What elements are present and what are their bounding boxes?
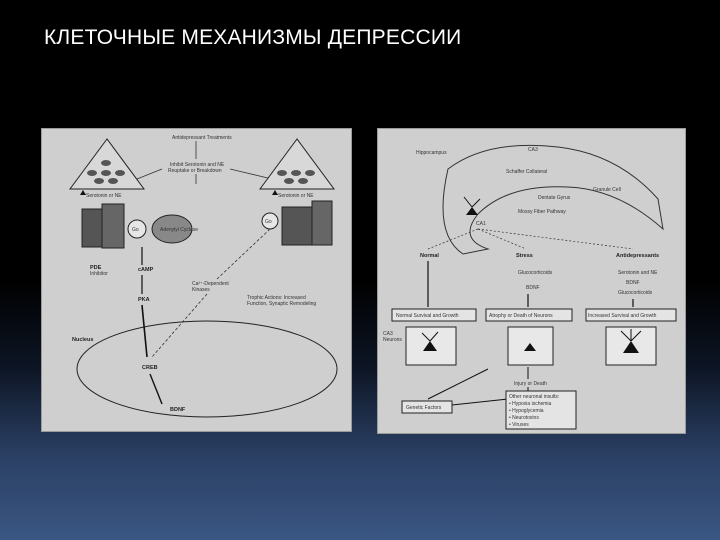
presynaptic-terminal-left [69,138,145,190]
other-insults-box [505,390,577,430]
presynaptic-terminal-right [259,138,335,190]
normal-survival-box [391,308,477,322]
reuptake-label-1: Inhibit Serotonin and NE [170,162,225,168]
mossy-fiber-label: Mossy Fiber Pathway [518,209,566,215]
increased-survival-label: Increased Survival and Growth [588,313,657,319]
atrophy-box [485,308,573,322]
insult-3: • Neurotoxins [509,415,539,421]
atrophy-label: Atrophy or Death of Neurons [489,313,553,319]
injury-label: Injury or Death [514,381,547,387]
reuptake-label-2: Reuptake or Breakdown [168,168,222,174]
ca1-label: CA1 [476,221,486,227]
normal-survival-label: Normal Survival and Growth [396,313,459,319]
go-label-right: Go [265,219,272,225]
antidepressant-treatments-label: Antidepressant Treatments [172,135,232,141]
hippocampus-diagram-image: Hippocampus CA3 Schaffer Collateral Dent… [377,128,686,434]
dentate-gyrus-label: Dentate Gyrus [538,195,571,201]
stress-label: Stress [516,253,533,259]
glucocorticoids-2-label: Glucocorticoids [618,290,653,296]
ca-kinases-label-2: Kinases [192,287,210,293]
signaling-diagram-image: Antidepressant Treatments Inhibit Seroto… [41,128,352,432]
ca3-neurons-label-1: CA3 [383,331,393,337]
creb-label: CREB [142,365,158,371]
receptor-right: Go [261,200,333,246]
insult-1: • Hypoxia ischemia [509,401,552,407]
receptor-left: Go Adenylyl Cyclase [81,203,198,249]
signaling-diagram-svg: Antidepressant Treatments Inhibit Seroto… [69,135,338,418]
nucleus-label: Nucleus [72,337,93,343]
pka-label: PKA [138,297,150,303]
trophic-label-2: Function, Synaptic Remodeling [247,301,316,307]
go-label-left: Go [132,227,139,233]
hippocampus-label: Hippocampus [416,150,447,156]
neuron-icon [463,196,481,215]
glucocorticoids-label: Glucocorticoids [518,270,553,276]
granule-cell-label: Granule Cell [593,187,621,193]
increased-survival-box [585,308,677,322]
other-insults-title: Other neuronal insults: [509,394,559,400]
serotonin-ne-label: Serotonin and NE [618,270,658,276]
antidepressants-label: Antidepressants [616,253,659,259]
adenylyl-cyclase-label: Adenylyl Cyclase [160,227,198,233]
bdnf-up-label: BDNF [626,280,640,286]
trophic-label-1: Trophic Actions: Increased [247,295,306,301]
hippocampus-diagram-svg: Hippocampus CA3 Schaffer Collateral Dent… [383,144,677,430]
pde-label: PDE [90,265,102,271]
neurotransmitter-label-right: Serotonin or NE [278,193,314,199]
ca-kinases-label-1: Ca²⁺-Dependent [192,281,229,287]
ca3-label: CA3 [528,147,538,153]
genetic-factors-box [401,400,453,414]
nucleus-outline [76,320,338,418]
insult-2: • Hypoglycemia [509,408,544,414]
neurotransmitter-label-left: Serotonin or NE [86,193,122,199]
normal-label: Normal [420,253,439,259]
ca3-neurons-label-2: Neurons [383,337,402,343]
camp-label: cAMP [138,267,154,273]
bdnf-down-label: BDNF [526,285,540,291]
insult-4: • Viruses [509,422,529,428]
slide-title: КЛЕТОЧНЫЕ МЕХАНИЗМЫ ДЕПРЕССИИ [44,26,462,49]
pde-inhibitor-label: Inhibitor [90,271,108,277]
genetic-factors-label: Genetic Factors [406,405,442,411]
hippocampus-outline [442,144,664,255]
bdnf-label: BDNF [170,407,186,413]
schaffer-label: Schaffer Collateral [506,169,547,175]
